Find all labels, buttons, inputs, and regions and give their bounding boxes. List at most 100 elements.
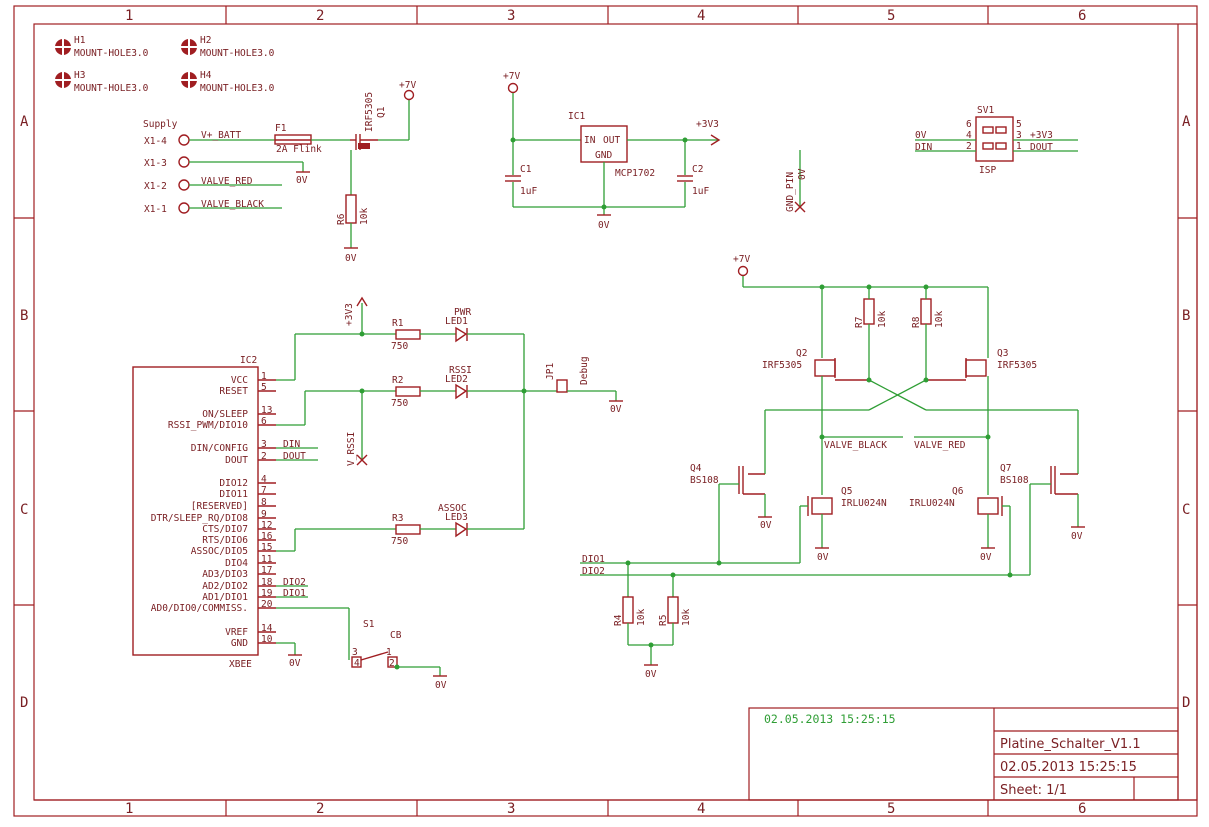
supply-label: +7V <box>399 80 416 91</box>
led-resistor-ref: R2 <box>392 375 403 386</box>
xbee-pin-name: [RESERVED] <box>191 501 248 512</box>
column-label: 1 <box>125 801 133 817</box>
gnd-label: 0V <box>296 175 308 186</box>
gnd-label: 0V <box>1071 531 1083 542</box>
mount-hole-ref: H1 <box>74 35 86 46</box>
mount-hole-icon <box>55 39 71 55</box>
xbee-net: DIO1 <box>283 588 306 599</box>
reg-pin-gnd: GND <box>595 150 612 161</box>
column-label: 3 <box>507 8 515 24</box>
switch-value: CB <box>390 630 402 641</box>
xbee-pin-name: AD3/DIO3 <box>202 569 248 580</box>
reg-pin-in: IN <box>584 135 596 146</box>
xbee-pin-number: 12 <box>261 520 272 531</box>
reg-pin-out: OUT <box>603 135 620 146</box>
title-block: 02.05.2013 15:25:15 Platine_Schalter_V1.… <box>748 707 1179 801</box>
xbee-pin-name: DIO4 <box>225 558 248 569</box>
fuse-ref: F1 <box>275 123 287 134</box>
reg-ref: IC1 <box>568 111 585 122</box>
led-ref: LED2 <box>445 374 468 385</box>
isp-pin: 3 <box>1016 130 1022 141</box>
r5-value: 10k <box>681 609 692 626</box>
isp-pin: 1 <box>1016 141 1022 152</box>
v-rssi-label: V_RSSI <box>346 432 357 466</box>
xbee-pin-name: VCC <box>231 375 248 386</box>
supply-pin: X1-2 <box>144 181 167 192</box>
row-label: C <box>20 502 28 518</box>
q1-mosfet: +7V IRF5305 Q1 R6 10k 0V <box>336 80 416 264</box>
xbee-pin-name: RSSI_PWM/DIO10 <box>168 420 248 431</box>
mount-hole-ref: H3 <box>74 70 85 81</box>
switch-pin: 4 <box>354 658 360 669</box>
supply-label: +3V3 <box>344 303 355 326</box>
xbee-pin-name: AD1/DIO1 <box>202 592 248 603</box>
xbee-pin-name: DOUT <box>225 455 248 466</box>
valve-h-bridge: +7V R7 10k R8 10k Q2 IRF5305 Q3 IRF5305 <box>580 254 1085 680</box>
xbee-net: DIN <box>283 439 300 450</box>
jumper-value: Debug <box>579 356 590 385</box>
gnd-label: 0V <box>289 658 301 669</box>
gnd-label: 0V <box>980 552 992 563</box>
q3-value: IRF5305 <box>997 360 1037 371</box>
xbee-pin-number: 4 <box>261 474 267 485</box>
grid-labels: 1 2 3 4 5 6 1 2 3 4 5 6 A B C D A B C D <box>20 8 1191 817</box>
row-label: D <box>1182 695 1190 711</box>
mount-hole-value: MOUNT-HOLE3.0 <box>74 48 149 59</box>
r4-ref: R4 <box>613 614 624 626</box>
isp-net: 0V <box>915 130 927 141</box>
xbee-pin-number: 7 <box>261 485 267 496</box>
xbee-pin-name: DIO12 <box>219 478 248 489</box>
r7-ref: R7 <box>854 317 865 328</box>
gnd-label: 0V <box>610 404 622 415</box>
xbee-pin-number: 3 <box>261 439 267 450</box>
reg-value: MCP1702 <box>615 168 655 179</box>
xbee-pin-number: 1 <box>261 371 267 382</box>
xbee-pin-number: 20 <box>261 599 273 610</box>
switch-s1: S1 CB 3 4 1 2 0V <box>351 619 447 691</box>
isp-net: DOUT <box>1030 142 1053 153</box>
column-label: 6 <box>1078 801 1086 817</box>
led-name: PWR <box>454 307 471 318</box>
xbee-pin-name: DIO11 <box>219 489 248 500</box>
supply-label: +7V <box>733 254 750 265</box>
mount-hole-value: MOUNT-HOLE3.0 <box>200 48 275 59</box>
r8-ref: R8 <box>911 316 922 328</box>
c2-value: 1uF <box>692 186 709 197</box>
supply-pin: X1-1 <box>144 204 167 215</box>
column-label: 2 <box>316 8 324 24</box>
q1-ref: Q1 <box>376 106 387 118</box>
xbee-pin-number: 19 <box>261 588 273 599</box>
fuse-value: 2A Flink <box>276 144 322 155</box>
dio1-net: DIO1 <box>582 554 605 565</box>
xbee-pin-number: 13 <box>261 405 272 416</box>
jumper-ref: JP1 <box>545 363 556 380</box>
led-indicators: +3V3 R1 750 PWR LED1 R2 750 RSSI LED2 V_… <box>295 296 623 547</box>
xbee-pin-number: 8 <box>261 497 267 508</box>
gnd-pin-label: GND_PIN <box>785 172 796 212</box>
column-label: 4 <box>697 801 705 817</box>
supply-label: +7V <box>503 71 520 82</box>
xbee-pin-name: DIN/CONFIG <box>191 443 248 454</box>
xbee-value: XBEE <box>229 659 252 670</box>
led-name: RSSI <box>449 365 472 376</box>
mount-hole-ref: H4 <box>200 70 212 81</box>
xbee-pin-name: CTS/DIO7 <box>202 524 248 535</box>
q5-ref: Q5 <box>841 486 852 497</box>
xbee-pin-number: 2 <box>261 451 267 462</box>
xbee-pin-name: DTR/SLEEP_RQ/DIO8 <box>151 513 249 524</box>
supply-pin: X1-3 <box>144 158 167 169</box>
led-resistor-value: 750 <box>391 398 408 409</box>
row-label: C <box>1182 502 1190 518</box>
gnd-label: 0V <box>760 520 772 531</box>
title-stamp: 02.05.2013 15:25:15 <box>764 712 896 726</box>
supply-title: Supply <box>143 119 178 130</box>
mount-hole-ref: H2 <box>200 35 211 46</box>
switch-pin: 3 <box>352 647 358 658</box>
xbee-pin-name: RESET <box>219 386 248 397</box>
led-resistor-value: 750 <box>391 341 408 352</box>
q3-ref: Q3 <box>997 348 1008 359</box>
gnd-pin: GND_PIN 0V <box>785 150 808 213</box>
mount-hole-icon <box>181 72 197 88</box>
column-label: 3 <box>507 801 515 817</box>
led-resistor-value: 750 <box>391 536 408 547</box>
